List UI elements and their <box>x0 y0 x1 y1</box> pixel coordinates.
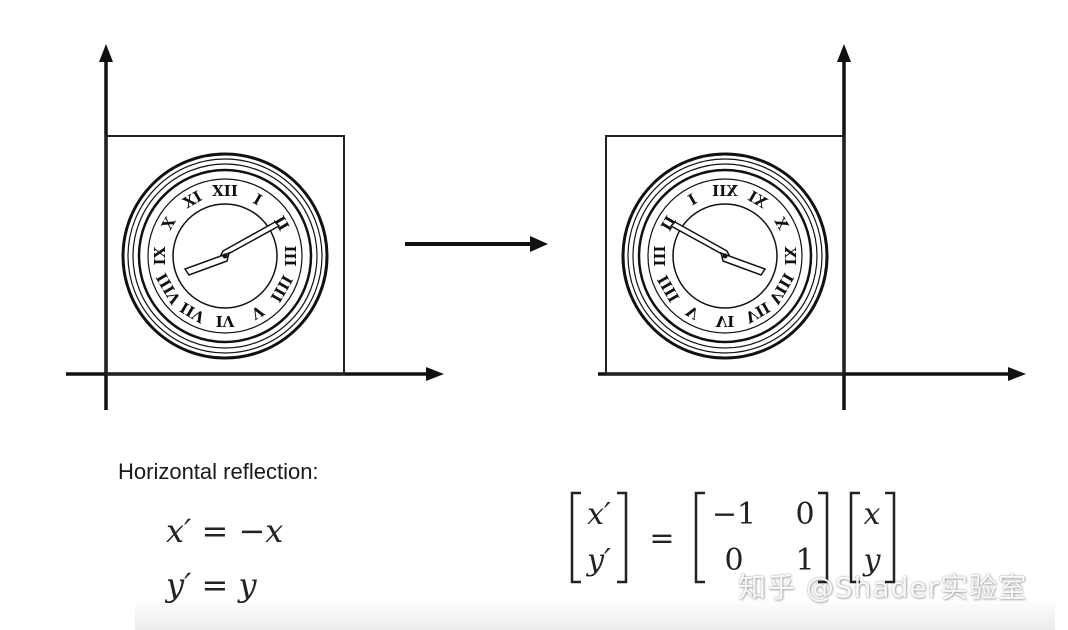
equation-y: y′ = y <box>166 566 257 604</box>
equation-x: x′ = −x <box>166 512 284 550</box>
clock-pivot <box>222 253 228 259</box>
clock-numeral: XII <box>712 182 738 200</box>
left-frame <box>105 135 345 375</box>
transform-arrow <box>405 236 548 252</box>
clock-numeral: III <box>281 245 299 266</box>
m22: 1 <box>795 543 814 578</box>
bottom-shade <box>135 598 1055 630</box>
watermark: 知乎 @Shader实验室 <box>738 571 1028 604</box>
clock-pivot <box>722 253 728 259</box>
clock-rim-inner <box>137 168 313 344</box>
clock-numeral: IX <box>781 246 799 265</box>
clock-numeral: III <box>651 245 669 266</box>
clock-hour-hand <box>719 251 767 276</box>
equals-sign: = <box>649 521 674 556</box>
m12: 0 <box>795 497 814 532</box>
clock-numeral: VI <box>715 312 735 330</box>
clock-numeral: VI <box>216 312 236 330</box>
clock-numeral: XII <box>212 182 238 200</box>
right-y-arrowhead <box>837 44 851 62</box>
clock-rim-inner <box>637 168 813 344</box>
lhs-x: x′ <box>587 497 611 532</box>
right-x-arrowhead <box>1008 367 1026 381</box>
caption: Horizontal reflection: <box>118 459 319 484</box>
m11: −1 <box>712 497 756 532</box>
clock-minute-hand <box>669 221 733 261</box>
rhs-y: y <box>862 543 882 578</box>
clock-numeral: IX <box>151 246 169 265</box>
right-frame <box>605 135 845 375</box>
m21: 0 <box>724 543 743 578</box>
rhs-x: x <box>864 497 881 532</box>
matrix-equation: x′ y′ = −1 0 0 1 x y <box>570 491 896 584</box>
clock-hour-hand <box>183 251 231 276</box>
lhs-y: y′ <box>585 543 611 578</box>
left-x-arrowhead <box>426 367 444 381</box>
left-y-arrowhead <box>99 44 113 62</box>
clock-minute-hand <box>217 221 281 261</box>
